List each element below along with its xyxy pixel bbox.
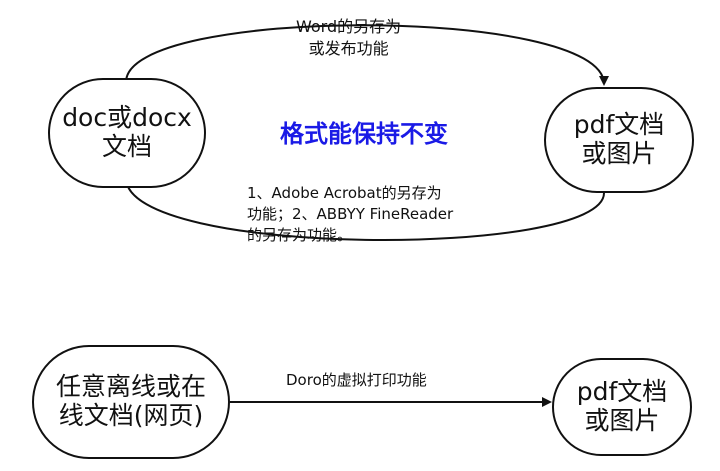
edge-label-reverse-tools-line-2: 功能；2、ABBYY FineReader bbox=[247, 205, 454, 223]
edge-label-word-save: Word的另存为 或发布功能 bbox=[296, 16, 401, 61]
center-note: 格式能保持不变 bbox=[280, 120, 448, 148]
node-pdf-image-bottom-line-1: pdf文档 bbox=[576, 377, 668, 407]
edge-label-doro-print-line-1: Doro的虚拟打印功能 bbox=[286, 371, 427, 389]
node-pdf-image-bottom-line-2: 或图片 bbox=[584, 406, 660, 435]
edge-label-reverse-tools-line-3: 的另存为功能。 bbox=[247, 226, 353, 244]
edge-label-word-save-line-1: Word的另存为 bbox=[296, 17, 402, 36]
edge-label-doro-print: Doro的虚拟打印功能 bbox=[286, 370, 427, 391]
node-pdf-image-top-line-2: 或图片 bbox=[581, 139, 657, 168]
edge-label-reverse-tools-line-1: 1、Adobe Acrobat的另存为 bbox=[247, 184, 442, 202]
node-doc-docx-line-2: 文档 bbox=[101, 132, 152, 161]
node-pdf-image-bottom: pdf文档 或图片 bbox=[552, 358, 692, 456]
edge-label-reverse-tools: 1、Adobe Acrobat的另存为 功能；2、ABBYY FineReade… bbox=[247, 183, 453, 246]
node-pdf-image-top-line-1: pdf文档 bbox=[573, 110, 665, 140]
node-doc-docx: doc或docx 文档 bbox=[48, 78, 206, 188]
node-web-document-line-1: 任意离线或在 bbox=[55, 372, 206, 402]
node-web-document: 任意离线或在 线文档(网页) bbox=[32, 345, 230, 459]
node-web-document-line-2: 线文档(网页) bbox=[58, 401, 204, 430]
node-doc-docx-line-1: doc或docx bbox=[62, 103, 192, 133]
edge-word-save bbox=[125, 24, 609, 86]
edge-reverse-tools bbox=[121, 176, 605, 242]
node-pdf-image-top: pdf文档 或图片 bbox=[544, 87, 694, 193]
edge-label-word-save-line-2: 或发布功能 bbox=[308, 39, 389, 59]
